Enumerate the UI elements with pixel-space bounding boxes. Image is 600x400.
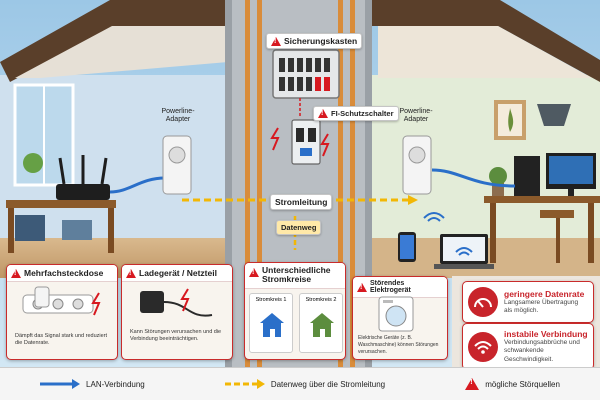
card-text: Elektrische Geräte (z. B. Waschmaschine)… (358, 335, 439, 355)
card-text: Dämpft das Signal stark und reduziert di… (15, 333, 108, 347)
result-title: geringere Datenrate (504, 288, 585, 299)
left-roof (0, 0, 235, 82)
stromkreis-2-label: Stromkreis 2 (305, 297, 337, 303)
warning-icon (11, 268, 21, 278)
pc-tower (514, 156, 540, 196)
yellow-dashed-arrow-icon (224, 379, 265, 389)
legend-label: LAN-Verbindung (86, 379, 145, 389)
card-stromkreise: Unterschiedliche Stromkreise Stromkreis … (244, 262, 346, 360)
lan-cable-left (109, 176, 166, 194)
house-icon (310, 313, 334, 337)
shelf (6, 200, 116, 208)
powerline-adapter-right (402, 135, 432, 195)
stromleitung-label: Stromleitung (270, 194, 333, 210)
result-text: Langsamere Übertragung als möglich. (504, 298, 579, 314)
legend-item-datenweg: Datenweg über die Stromleitung (224, 379, 386, 389)
desk (484, 196, 600, 203)
card-title: Ladegerät / Netzteil (139, 268, 217, 278)
warning-icon (249, 268, 259, 277)
wifi-icon (423, 212, 445, 222)
warning-icon (465, 378, 480, 390)
stromleitung-text: Stromleitung (275, 197, 328, 207)
card-header: Ladegerät / Netzteil (122, 265, 232, 282)
stromkreis-2-panel: Stromkreis 2 (299, 293, 343, 353)
warning-icon (318, 109, 328, 118)
wifi-warning-icon (468, 331, 498, 362)
conduit-right (338, 0, 343, 370)
power-strip-icon (22, 286, 101, 316)
legend: LAN-Verbindung Datenweg über die Stromle… (0, 367, 600, 400)
lan-cable-right (431, 168, 516, 188)
datenweg-text: Datenweg (281, 223, 317, 232)
powerline-adapter-left (162, 135, 192, 195)
warning-icon (126, 268, 136, 278)
stromkreis-1-panel: Stromkreis 1 (249, 293, 293, 353)
card-text: Kann Störungen verursachen und die Verbi… (130, 329, 222, 343)
result-text: Verbindungsabbrüche und schwankende Gesc… (504, 339, 580, 363)
datenweg-label: Datenweg (276, 220, 322, 235)
house-icon (260, 313, 284, 337)
warning-icon (271, 36, 281, 46)
lightning-icon (270, 127, 280, 151)
card-mehrfachsteckdose: Mehrfachsteckdose Dämpft das Signal star… (6, 264, 118, 360)
charger-icon (140, 288, 213, 317)
right-roof (372, 0, 600, 82)
fi-schutzschalter-text: FI-Schutzschalter (331, 109, 394, 118)
router (56, 184, 110, 200)
legend-label: mögliche Störquellen (485, 379, 560, 389)
card-ladegeraet: Ladegerät / Netzteil Kann Störungen veru… (121, 264, 233, 360)
powerline-adapter-right-label: Powerline- Adapter (399, 108, 433, 124)
conduit-left (245, 0, 250, 370)
fi-schutzschalter-label: FI-Schutzschalter (313, 106, 399, 121)
washing-machine-icon (378, 296, 414, 332)
lightning-icon (320, 133, 330, 157)
stromkreis-1-label: Stromkreis 1 (255, 297, 287, 303)
lamp (537, 104, 571, 126)
card-header: Unterschiedliche Stromkreise (245, 263, 345, 289)
powerline-adapter-left-label: Powerline- Adapter (161, 108, 195, 124)
blue-arrow-icon (40, 379, 81, 389)
card-header: Mehrfachsteckdose (7, 265, 117, 282)
result-title: instabile Verbindung (504, 329, 588, 339)
card-elektrogeraet: Störendes Elektrogerät Elektrische Gerät… (352, 276, 448, 360)
warning-icon (357, 282, 367, 292)
card-title: Mehrfachsteckdose (24, 268, 104, 278)
result-card-instabil: instabile Verbindung Verbindungsabbrüche… (462, 323, 594, 371)
legend-label: Datenweg über die Stromleitung (270, 379, 386, 389)
speedometer-icon (468, 287, 498, 317)
card-title: Unterschiedliche Stromkreise (262, 265, 331, 285)
result-card-datenrate: geringere Datenrate Langsamere Übertragu… (462, 281, 594, 323)
sicherungskasten-text: Sicherungskasten (284, 36, 358, 46)
legend-item-stoer: mögliche Störquellen (465, 378, 560, 390)
chair (540, 210, 574, 218)
legend-item-lan: LAN-Verbindung (40, 379, 145, 389)
card-title: Störendes Elektrogerät (370, 280, 411, 294)
sicherungskasten-label: Sicherungskasten (266, 33, 363, 49)
